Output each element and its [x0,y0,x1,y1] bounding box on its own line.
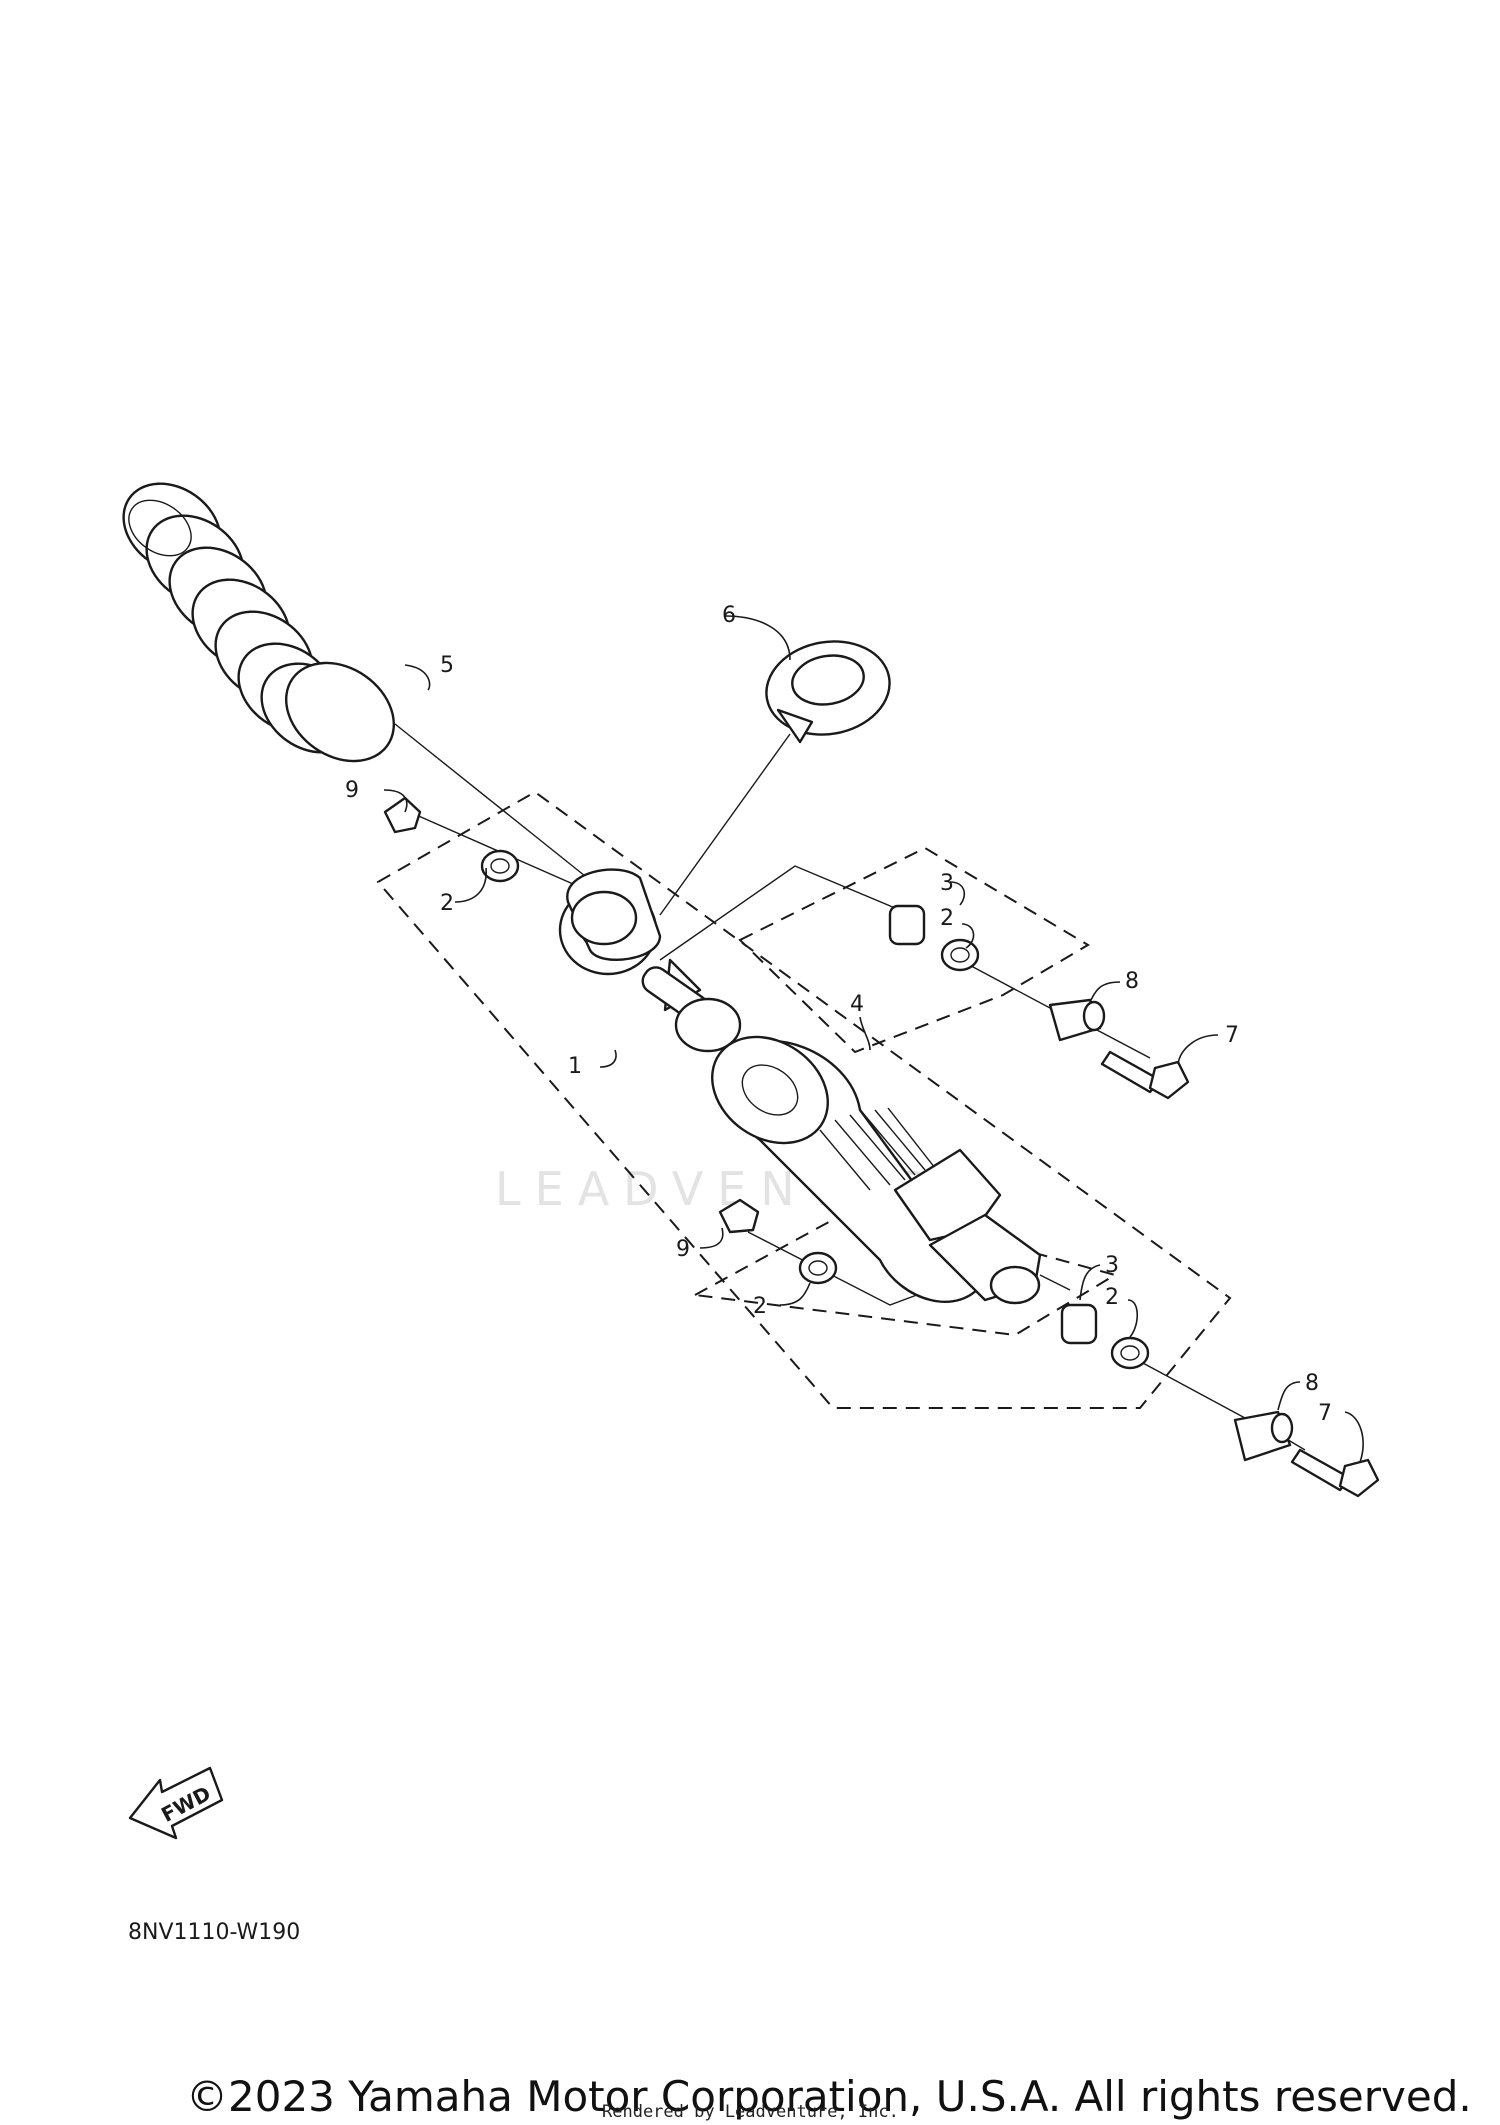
rendered-by-notice: Rendered by Leadventure, Inc. [602,2102,899,2122]
lower-mount-hardware [718,1198,1380,1498]
diagram-code: 8NV1110-W190 [128,1920,301,1945]
assembly-outline-upper-bracket [738,846,1090,1054]
coil-spring-part [122,482,395,763]
callout-1: 1 [568,1054,582,1079]
assembly-outline-lower-bracket [691,1203,1118,1337]
callout-3-lower: 3 [1105,1253,1119,1278]
spring-seat-part [765,640,891,744]
callout-2-upper-right: 2 [940,906,954,931]
callout-2-lower-left: 2 [753,1294,767,1319]
forward-arrow-icon: FWD [128,1766,224,1840]
callout-2-upper-left: 2 [440,891,454,916]
copyright-notice: ©2023 Yamaha Motor Corporation, U.S.A. A… [186,2072,1472,2121]
callout-3-upper: 3 [940,871,954,896]
callout-4: 4 [850,992,864,1017]
callout-2-lower-right: 2 [1105,1285,1119,1310]
callout-leaders [383,615,1364,1463]
callout-7-upper: 7 [1225,1023,1239,1048]
callout-7-lower: 7 [1318,1401,1332,1426]
callout-9-lower: 9 [676,1237,690,1262]
assembly-outline-main [376,790,1232,1409]
callout-5: 5 [440,653,454,678]
upper-mount-hardware [383,796,1190,1100]
callout-6: 6 [722,603,736,628]
callout-8-upper: 8 [1125,969,1139,994]
callout-9-upper: 9 [345,778,359,803]
callout-8-lower: 8 [1305,1371,1319,1396]
